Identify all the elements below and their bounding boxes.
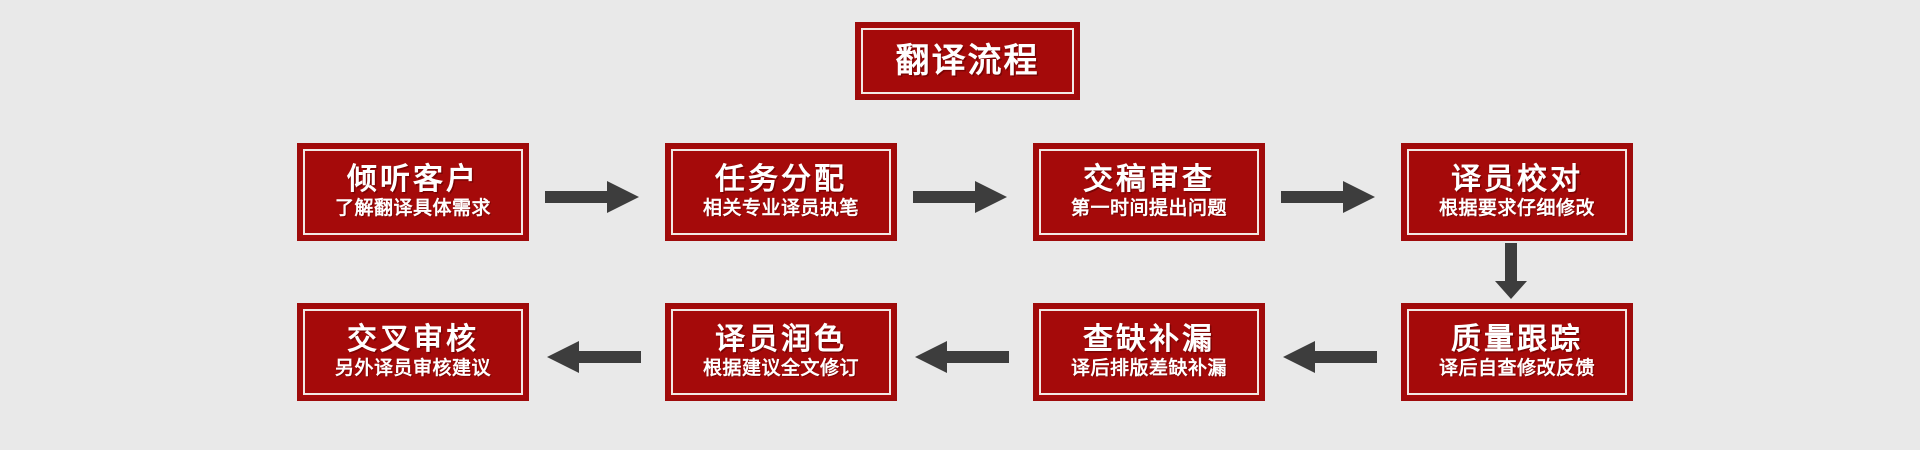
node-inner-border: 译员润色 根据建议全文修订	[671, 309, 891, 395]
node-subtitle: 相关专业译员执笔	[702, 198, 859, 220]
node-inner-border: 交稿审查 第一时间提出问题	[1039, 149, 1259, 235]
node-inner-border: 查缺补漏 译后排版差缺补漏	[1039, 309, 1259, 395]
arrow-left-icon	[545, 338, 641, 376]
node-subtitle: 根据要求仔细修改	[1438, 198, 1595, 220]
process-node-2[interactable]: 任务分配 相关专业译员执笔	[665, 143, 897, 241]
process-node-3[interactable]: 交稿审查 第一时间提出问题	[1033, 143, 1265, 241]
arrow-left-icon	[1281, 338, 1377, 376]
node-subtitle: 根据建议全文修订	[702, 358, 859, 380]
node-heading: 交叉审核	[347, 323, 479, 357]
node-heading: 任务分配	[715, 163, 847, 197]
node-subtitle: 第一时间提出问题	[1070, 198, 1227, 220]
process-node-7[interactable]: 译员润色 根据建议全文修订	[665, 303, 897, 401]
arrow-left-icon	[913, 338, 1009, 376]
title-inner-border: 翻译流程	[861, 28, 1074, 94]
node-heading: 译员润色	[715, 323, 847, 357]
node-subtitle: 译后排版差缺补漏	[1070, 358, 1227, 380]
node-inner-border: 译员校对 根据要求仔细修改	[1407, 149, 1627, 235]
arrow-right-icon	[1281, 178, 1377, 216]
arrow-down-icon	[1492, 243, 1530, 301]
node-heading: 译员校对	[1451, 163, 1583, 197]
page-title: 翻译流程	[895, 41, 1040, 80]
node-inner-border: 任务分配 相关专业译员执笔	[671, 149, 891, 235]
node-inner-border: 交叉审核 另外译员审核建议	[303, 309, 523, 395]
node-inner-border: 倾听客户 了解翻译具体需求	[303, 149, 523, 235]
node-heading: 质量跟踪	[1451, 323, 1583, 357]
node-subtitle: 译后自查修改反馈	[1438, 358, 1595, 380]
process-node-6[interactable]: 查缺补漏 译后排版差缺补漏	[1033, 303, 1265, 401]
node-inner-border: 质量跟踪 译后自查修改反馈	[1407, 309, 1627, 395]
arrow-right-icon	[913, 178, 1009, 216]
process-node-8[interactable]: 交叉审核 另外译员审核建议	[297, 303, 529, 401]
process-node-4[interactable]: 译员校对 根据要求仔细修改	[1401, 143, 1633, 241]
process-node-5[interactable]: 质量跟踪 译后自查修改反馈	[1401, 303, 1633, 401]
node-heading: 交稿审查	[1083, 163, 1215, 197]
node-subtitle: 了解翻译具体需求	[334, 198, 491, 220]
process-node-1[interactable]: 倾听客户 了解翻译具体需求	[297, 143, 529, 241]
arrow-right-icon	[545, 178, 641, 216]
node-heading: 倾听客户	[347, 163, 479, 197]
flowchart-title-box: 翻译流程	[855, 22, 1080, 100]
node-subtitle: 另外译员审核建议	[334, 358, 491, 380]
node-heading: 查缺补漏	[1083, 323, 1215, 357]
